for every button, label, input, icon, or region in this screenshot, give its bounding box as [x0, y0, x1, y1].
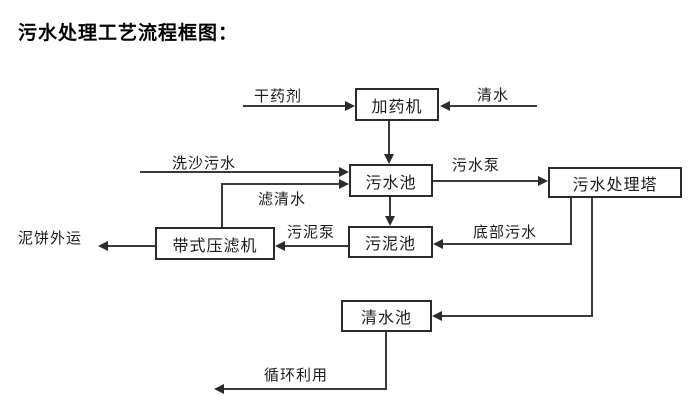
line-bottom-sewage-vertical [570, 198, 572, 245]
node-treatment-tower: 污水处理塔 [548, 167, 682, 198]
line-mud-cake-out [108, 245, 155, 247]
line-recycling-vertical [385, 332, 387, 390]
arrowhead-recycling-icon [214, 384, 224, 394]
label-recycling: 循环利用 [264, 367, 329, 384]
arrowhead-dosing-to-sewage-icon [384, 154, 394, 164]
label-sewage-pump: 污水泵 [452, 157, 501, 174]
line-dosing-to-sewage [388, 121, 390, 154]
line-clean-water [450, 105, 537, 107]
line-filtered-water-vertical [221, 183, 223, 227]
node-clean-water-pool: 清水池 [341, 300, 432, 332]
label-bottom-sewage: 底部污水 [473, 224, 538, 241]
label-dry-agent: 干药剂 [254, 88, 303, 105]
page-title: 污水处理工艺流程框图： [18, 23, 239, 44]
line-filtered-water-horizontal [221, 183, 339, 185]
arrowhead-clean-water-icon [440, 101, 450, 111]
arrowhead-bottom-sewage-icon [433, 239, 443, 249]
arrowhead-sewage-to-sludge-icon [385, 216, 395, 226]
arrowhead-mud-cake-out-icon [98, 241, 108, 251]
label-mud-cake-out: 泥饼外运 [18, 230, 83, 247]
arrowhead-tower-to-clean-icon [432, 311, 442, 321]
line-tower-to-clean-horizontal [442, 315, 593, 317]
line-sludge-pump [285, 245, 348, 247]
node-sludge-pool: 污泥池 [348, 226, 433, 258]
line-bottom-sewage-horizontal [443, 243, 572, 245]
line-sewage-to-sludge [389, 197, 391, 218]
label-sand-washing-sewage: 洗沙污水 [172, 155, 237, 172]
line-recycling-horizontal [224, 388, 387, 390]
node-dosing-machine: 加药机 [355, 88, 439, 121]
label-clean-water: 清水 [477, 87, 510, 104]
arrowhead-sewage-pump-icon [538, 176, 548, 186]
arrowhead-filtered-water-icon [339, 179, 349, 189]
line-tower-to-clean-vertical [591, 198, 593, 317]
line-sewage-pump [433, 180, 538, 182]
line-dry-agent [243, 105, 345, 107]
line-sand-washing-sewage [140, 171, 339, 173]
label-sludge-pump: 污泥泵 [287, 224, 336, 241]
node-sewage-pool: 污水池 [349, 164, 433, 197]
label-filtered-water: 滤清水 [258, 191, 307, 208]
node-belt-filter-press: 带式压滤机 [155, 227, 275, 260]
arrowhead-sludge-pump-icon [275, 241, 285, 251]
arrowhead-sand-washing-sewage-icon [339, 167, 349, 177]
arrowhead-dry-agent-icon [345, 101, 355, 111]
